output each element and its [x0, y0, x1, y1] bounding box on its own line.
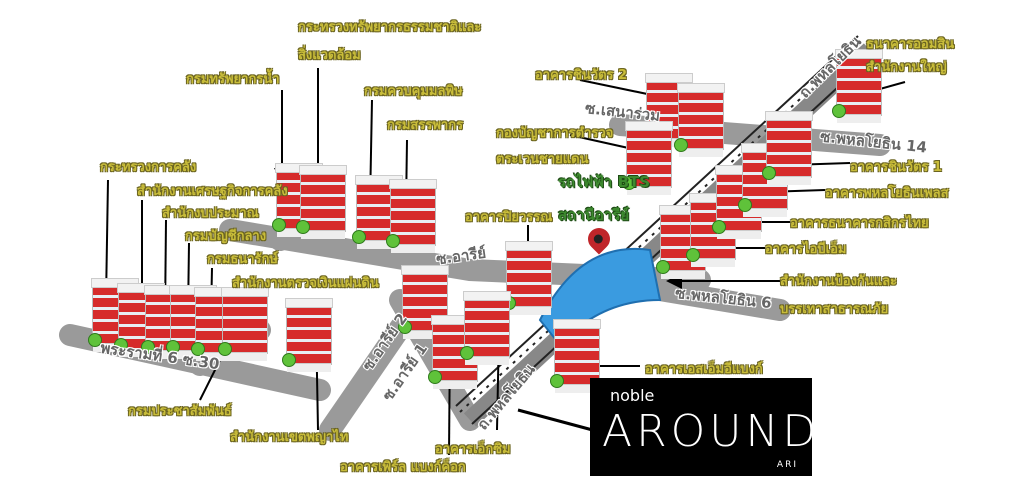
label-bpp-1: กองบัญชาการตำรวจ: [496, 126, 614, 141]
label-ibm: อาคารไอบีเอ็ม: [765, 242, 847, 257]
label-piyawan: อาคารปิยวรรณ: [465, 210, 553, 225]
tree-icon: [712, 220, 726, 234]
tree-icon: [832, 104, 846, 118]
label-ari-station: สถานีอารีย์: [558, 206, 630, 224]
label-gsb-2: สำนักงานใหญ่: [866, 60, 947, 75]
tree-icon: [296, 220, 310, 234]
tree-icon: [656, 260, 670, 274]
office-building: [401, 265, 449, 339]
logo-pointer: [517, 408, 601, 434]
label-sme: อาคารเอสเอ็มอีแบงก์: [645, 362, 763, 377]
tree-icon: [550, 374, 564, 388]
tree-icon: [460, 346, 474, 360]
office-building: [285, 298, 333, 372]
label-pcd: กรมควบคุมมลพิษ: [364, 84, 463, 99]
label-phahol-place: อาคารพหลโยธินเพลส: [825, 186, 949, 201]
label-exim: อาคารเอ็กซิม: [435, 442, 511, 457]
label-budget: สำนักงบประมาณ: [162, 206, 259, 221]
label-shin2: อาคารชินวัตร 2: [535, 68, 628, 83]
office-building: [299, 165, 347, 239]
label-ddpm-1: สำนักงานป้องกันและ: [780, 274, 898, 289]
tree-icon: [166, 340, 180, 354]
tree-icon: [352, 230, 366, 244]
tree-icon: [738, 198, 752, 212]
label-ddpm-2: บรรเทาสาธารณภัย: [780, 302, 889, 317]
label-moe-1: กระทรวงทรัพยากรธรรมชาติและ: [298, 20, 482, 35]
label-moe-2: สิ่งแวดล้อม: [298, 48, 361, 63]
label-prd: กรมประชาสัมพันธ์: [128, 404, 232, 419]
tree-icon: [622, 176, 636, 190]
tree-icon: [428, 370, 442, 384]
office-building: [505, 241, 553, 315]
logo-name: AROUND: [602, 406, 821, 457]
tree-icon: [398, 320, 412, 334]
logo-brand: noble: [610, 386, 655, 405]
label-shin1: อาคารชินวัตร 1: [850, 160, 943, 175]
label-audit: สำนักงานตรวจเงินแผ่นดิน: [232, 276, 379, 291]
label-finance: กระทรวงการคลัง: [100, 160, 197, 175]
label-bpp-2: ตระเวนชายแดน: [496, 152, 589, 167]
label-pearl: อาคารเพิร์ล แบงก์ค็อก: [340, 460, 466, 475]
label-water: กรมทรัพยากรน้ำ: [186, 72, 280, 87]
tree-icon: [218, 342, 232, 356]
tree-icon: [762, 166, 776, 180]
tree-icon: [282, 353, 296, 367]
office-building: [389, 179, 437, 253]
tree-icon: [386, 234, 400, 248]
office-building: [835, 49, 883, 123]
office-building: [463, 291, 511, 365]
label-bts: รถไฟฟ้า BTS: [558, 173, 651, 191]
label-treasury: กรมธนารักษ์: [207, 252, 278, 267]
tree-icon: [674, 138, 688, 152]
label-kbank: อาคารธนาคารกสิกรไทย: [790, 216, 929, 231]
tree-icon: [141, 340, 155, 354]
noble-around-ari-logo: noble AROUND ARI: [590, 378, 816, 476]
tree-icon: [88, 333, 102, 347]
label-gsb-1: ธนาคารออมสิน: [866, 37, 955, 52]
label-phayathai: สำนักงานเขตพญาไท: [230, 430, 349, 445]
logo-sub: ARI: [776, 460, 798, 470]
tree-icon: [191, 342, 205, 356]
label-revenue: กรมสรรพากร: [387, 118, 464, 133]
tree-icon: [272, 218, 286, 232]
label-cgd: กรมบัญชีกลาง: [185, 229, 267, 244]
tree-icon: [114, 338, 128, 352]
tree-icon: [686, 248, 700, 262]
label-fpo: สำนักงานเศรษฐกิจการคลัง: [137, 184, 288, 199]
road-phahol6: [649, 279, 791, 321]
